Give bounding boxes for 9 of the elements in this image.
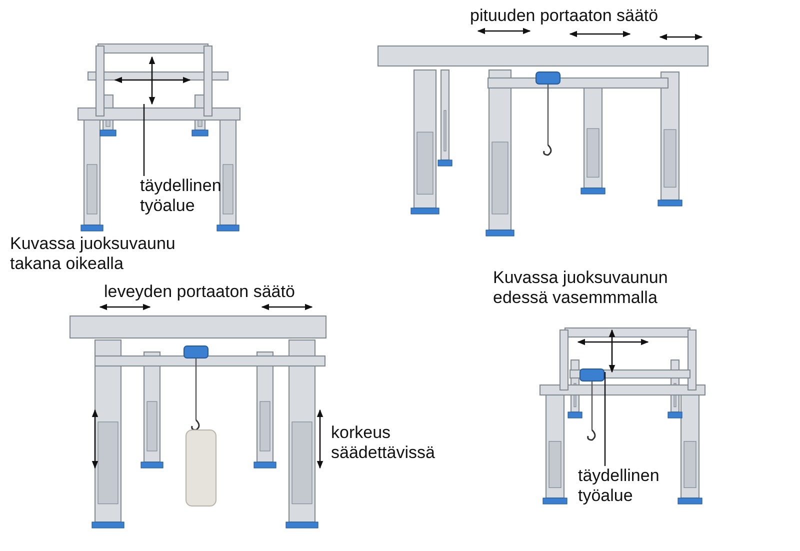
caption-text: Kuvassa juoksuvaunun edessä vasemmmalla (493, 268, 669, 308)
caption-text: Kuvassa juoksuvaunu takana oikealla (10, 234, 176, 274)
callout-text: täydellinen työalue (578, 466, 678, 506)
leader-line (604, 372, 606, 466)
adjustment-label: pituuden portaaton säätö (470, 6, 660, 26)
adjustment-label: leveyden portaaton säätö (104, 282, 296, 302)
adjustment-label: korkeus säädettävissä (331, 423, 436, 463)
leader-line (143, 104, 145, 176)
callout-text: täydellinen työalue (140, 176, 230, 216)
